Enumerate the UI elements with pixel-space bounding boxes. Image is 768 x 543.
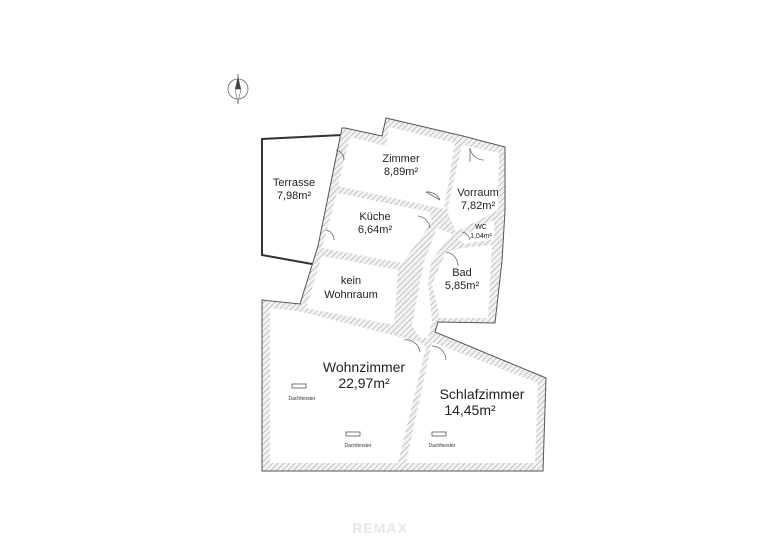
skylight-3	[431, 431, 447, 437]
floor-zimmer	[338, 127, 455, 209]
floor-wc	[458, 220, 494, 244]
room-kein-wohnraum-line1: kein	[341, 275, 361, 287]
skylight-label-1: Dachfenster	[289, 396, 316, 402]
skylight-label-2: Dachfenster	[345, 443, 372, 449]
room-kueche-area: 6,64m²	[358, 224, 393, 236]
door-wc	[461, 231, 471, 241]
watermark-logo: REMAX	[352, 520, 408, 536]
door-zimmer	[425, 191, 441, 201]
room-wohnzimmer-area: 22,97m²	[338, 375, 390, 391]
room-vorraum-name: Vorraum	[457, 187, 499, 199]
floor-bad	[432, 245, 492, 318]
floor-corridor	[412, 228, 452, 338]
floor-kueche	[322, 193, 432, 263]
room-schlafzimmer-area: 14,45m²	[444, 402, 496, 418]
room-vorraum-area: 7,82m²	[461, 200, 496, 212]
door-schlafzimmer	[431, 345, 447, 361]
room-bad-name: Bad	[452, 267, 472, 279]
room-wc-area: 1,04m²	[470, 233, 492, 240]
north-arrow-icon	[227, 74, 249, 104]
floor-kein-wohnraum	[306, 256, 398, 325]
room-kueche-name: Küche	[359, 211, 390, 223]
door-wohnzimmer	[403, 339, 421, 353]
door-vorraum	[469, 147, 485, 162]
room-terrasse-name: Terrasse	[273, 177, 315, 189]
room-wc-name: WC	[475, 224, 487, 231]
door-terrasse	[325, 149, 345, 241]
skylight-1	[291, 383, 307, 389]
room-kein-wohnraum-line2: Wohnraum	[324, 289, 378, 301]
skylight-2	[345, 431, 361, 437]
room-schlafzimmer-name: Schlafzimmer	[440, 386, 525, 402]
room-zimmer-name: Zimmer	[382, 153, 420, 165]
skylight-label-3: Dachfenster	[429, 443, 456, 449]
room-wohnzimmer-name: Wohnzimmer	[323, 359, 406, 375]
door-bad	[445, 251, 459, 267]
terrace-outline	[261, 134, 343, 265]
room-zimmer-area: 8,89m²	[384, 166, 419, 178]
room-bad-area: 5,85m²	[445, 280, 480, 292]
door-kueche	[417, 215, 431, 229]
floor-vorraum	[447, 145, 499, 232]
room-terrasse-area: 7,98m²	[277, 190, 312, 202]
floor-wohnzimmer	[270, 308, 426, 463]
